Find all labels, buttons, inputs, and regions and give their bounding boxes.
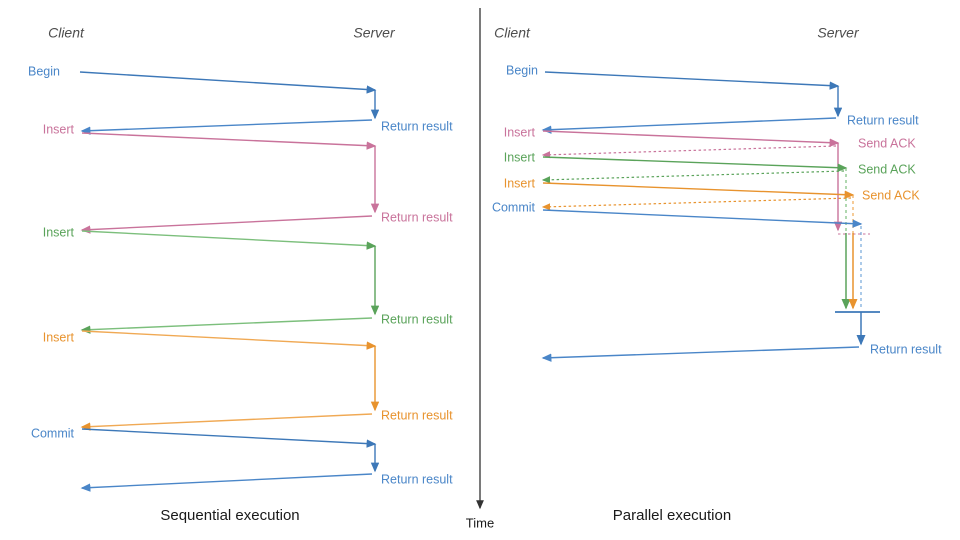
message-arrow-return-2 [80,215,373,234]
message-arrow-insert-2-parallel [542,156,848,172]
panel-sequential: Client Server Begin Return result Insert… [28,25,453,524]
message-arrow-return-3 [80,317,373,334]
time-axis: Time [466,8,494,530]
actor-label-server: Server [353,25,396,41]
actor-label-client-parallel: Client [494,25,531,41]
message-arrow-insert-3 [81,330,377,350]
message-arrow-insert-1 [81,132,377,150]
time-axis-label: Time [466,515,494,530]
message-arrow-insert-1-parallel [542,130,840,147]
message-label-ack-1: Send ACK [858,136,916,150]
message-label-begin-parallel: Begin [506,63,538,77]
message-label-return-1: Return result [381,119,453,133]
panel-parallel: Client Server Begin Return result Insert… [492,25,942,524]
message-arrow-return-1 [80,119,373,135]
message-arrow-return-1-parallel [541,117,837,134]
message-label-insert-1: Insert [43,122,75,136]
message-label-return-4: Return result [381,408,453,422]
actor-label-client: Client [48,25,85,41]
message-label-insert-3: Insert [43,330,75,344]
panel-caption-sequential: Sequential execution [160,507,299,524]
message-label-begin: Begin [28,64,60,78]
message-label-insert-3-parallel: Insert [504,176,536,190]
message-arrow-return-5 [80,473,373,492]
message-label-return-2: Return result [381,210,453,224]
message-label-return-1-parallel: Return result [847,113,919,127]
message-label-commit: Commit [31,426,75,440]
message-label-insert-1-parallel: Insert [504,125,536,139]
message-arrow-commit [81,428,377,448]
actor-label-server-parallel: Server [817,25,860,41]
message-label-ack-2: Send ACK [858,162,916,176]
message-label-return-5: Return result [381,472,453,486]
message-arrow-ack-2 [541,170,845,184]
message-arrow-ack-3 [541,197,852,211]
message-arrow-insert-3-parallel [542,182,855,199]
message-arrow-begin-parallel [544,71,840,90]
message-arrow-ack-1 [541,145,837,159]
message-arrow-insert-2 [81,230,377,250]
message-arrow-return-2-parallel [541,346,860,362]
message-label-ack-3: Send ACK [862,188,920,202]
message-label-insert-2-parallel: Insert [504,150,536,164]
message-label-return-3: Return result [381,312,453,326]
message-arrow-return-4 [80,413,373,431]
message-arrow-commit-parallel [542,209,863,228]
message-label-commit-parallel: Commit [492,200,536,214]
message-arrow-begin [79,71,377,94]
panel-caption-parallel: Parallel execution [613,507,731,524]
message-label-insert-2: Insert [43,225,75,239]
message-label-return-2-parallel: Return result [870,342,942,356]
